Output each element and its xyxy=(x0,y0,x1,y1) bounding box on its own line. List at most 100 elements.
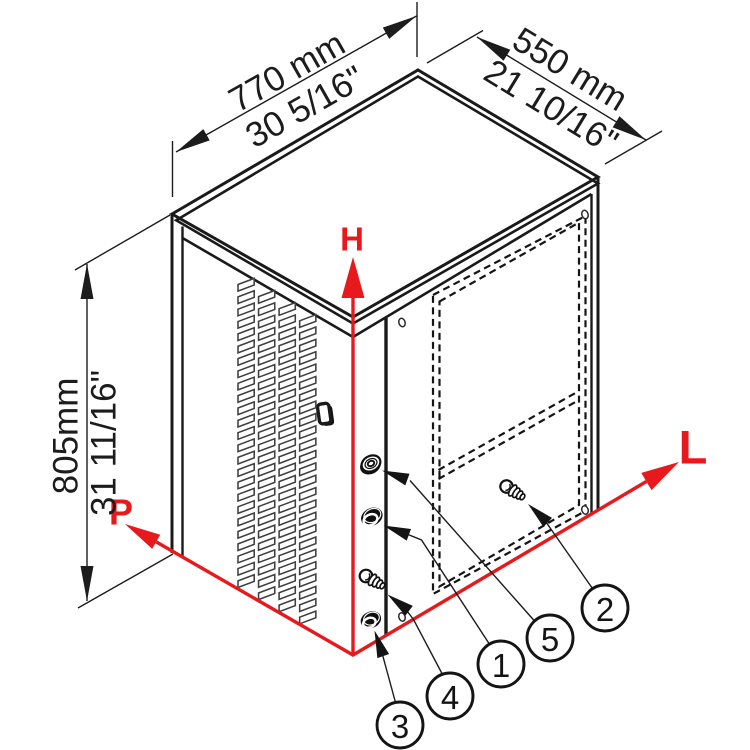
grille-slat xyxy=(257,400,276,416)
ext-line xyxy=(604,130,663,165)
grille-slat xyxy=(298,548,317,564)
reference-axes: H L P xyxy=(109,221,707,657)
callout-1: 1 xyxy=(476,639,526,689)
dimension-height: 805mm 31 11/16" xyxy=(47,214,174,609)
door-latch xyxy=(315,401,335,426)
grille-slat xyxy=(278,301,297,317)
screw-tip xyxy=(519,493,526,501)
grille-slat xyxy=(237,376,255,392)
panel-screw-holes xyxy=(398,209,589,622)
grille-slat xyxy=(257,536,276,552)
dim-arrowhead xyxy=(176,129,210,152)
grille-slat xyxy=(237,511,255,527)
dimension-height-primary: 805mm xyxy=(47,378,86,495)
grille-slat xyxy=(278,536,297,552)
grille-slat xyxy=(278,474,297,490)
leader-arrowhead xyxy=(383,525,411,541)
dimension-depth: 550 mm 21 10/16" xyxy=(426,20,663,165)
grille-slat xyxy=(257,585,276,601)
grille-slat xyxy=(237,474,255,490)
grille-slat xyxy=(278,573,297,589)
grille-slat xyxy=(257,301,276,317)
grille-slat xyxy=(257,486,276,502)
panel-outline-inner xyxy=(438,220,581,589)
grille-slat xyxy=(298,474,317,490)
grille-slat xyxy=(298,424,317,440)
dim-arrowhead xyxy=(612,116,646,140)
grille-slat xyxy=(298,362,317,378)
leader-line xyxy=(407,533,491,646)
grille-slat xyxy=(257,363,276,379)
grille-slat xyxy=(278,511,297,527)
grille-slat xyxy=(237,573,255,589)
leader-arrowhead xyxy=(387,594,413,616)
callout-2: 2 xyxy=(580,583,630,633)
grille-slat xyxy=(237,425,255,441)
grille-slat xyxy=(257,437,276,453)
grille-slat xyxy=(298,486,317,502)
grille-slat xyxy=(278,560,297,576)
grille-slat xyxy=(278,585,297,601)
grille-slat xyxy=(298,535,317,551)
grille-slat xyxy=(278,338,297,354)
grille-slat xyxy=(257,326,276,342)
leader-line xyxy=(409,480,536,622)
axis-p-arrowhead xyxy=(125,524,161,549)
ext-line xyxy=(77,553,174,609)
removable-panel xyxy=(431,214,587,596)
callout-circle xyxy=(425,671,475,721)
grille-slat xyxy=(278,424,297,440)
grille-slat xyxy=(237,277,255,293)
grille-slat xyxy=(257,511,276,527)
screw-hole xyxy=(581,209,589,220)
dim-arrowhead xyxy=(477,37,511,61)
grille-slat xyxy=(257,375,276,391)
vent-grille xyxy=(237,277,317,625)
grille-slat xyxy=(237,437,255,453)
panel-screw xyxy=(499,479,526,501)
callout-number: 3 xyxy=(391,708,409,745)
grille-slat xyxy=(237,413,255,429)
grille-slat xyxy=(237,499,255,515)
callout-circle xyxy=(580,583,630,633)
lid-seam-right xyxy=(352,192,593,339)
grille-slat xyxy=(278,548,297,564)
grille-slat xyxy=(278,400,297,416)
panel-outline-outer xyxy=(431,214,587,596)
dim-arrowhead xyxy=(80,566,94,601)
callout-circle xyxy=(476,639,526,689)
cap-face-ring xyxy=(361,616,377,629)
callout-number: 2 xyxy=(596,591,614,628)
grille-slat xyxy=(298,461,317,477)
grille-slat xyxy=(257,499,276,515)
connector-cap-lower xyxy=(360,611,382,629)
screw-head-rim xyxy=(364,573,371,581)
leader-arrowhead xyxy=(528,504,552,527)
callout-circle xyxy=(525,613,575,663)
callout-5: 5 xyxy=(525,613,575,663)
grille-slat xyxy=(237,450,255,466)
callout-circles: 1 2 345 xyxy=(375,583,630,750)
grille-slat xyxy=(278,313,297,329)
grille-slat xyxy=(278,437,297,453)
panel-mid-seam-lower xyxy=(437,399,580,480)
grille-slat xyxy=(298,325,317,341)
connector-cap-upper xyxy=(361,507,383,527)
grille-slat xyxy=(278,597,297,613)
grille-slat xyxy=(298,609,317,625)
grille-slat xyxy=(237,301,255,317)
grille-slat xyxy=(237,561,255,577)
grille-slat xyxy=(298,313,317,329)
callout-3: 3 xyxy=(375,700,425,750)
ring-washer-fitting xyxy=(360,454,382,475)
grille-slat xyxy=(298,560,317,576)
ext-line xyxy=(426,29,484,64)
cap-face-ring xyxy=(362,512,379,527)
leader-arrowhead xyxy=(382,470,410,486)
dim-arrowhead xyxy=(382,16,417,39)
grille-slat xyxy=(298,400,317,415)
callout-4: 4 xyxy=(425,671,475,721)
grille-slat xyxy=(278,499,297,515)
axis-label-p: P xyxy=(109,492,133,533)
